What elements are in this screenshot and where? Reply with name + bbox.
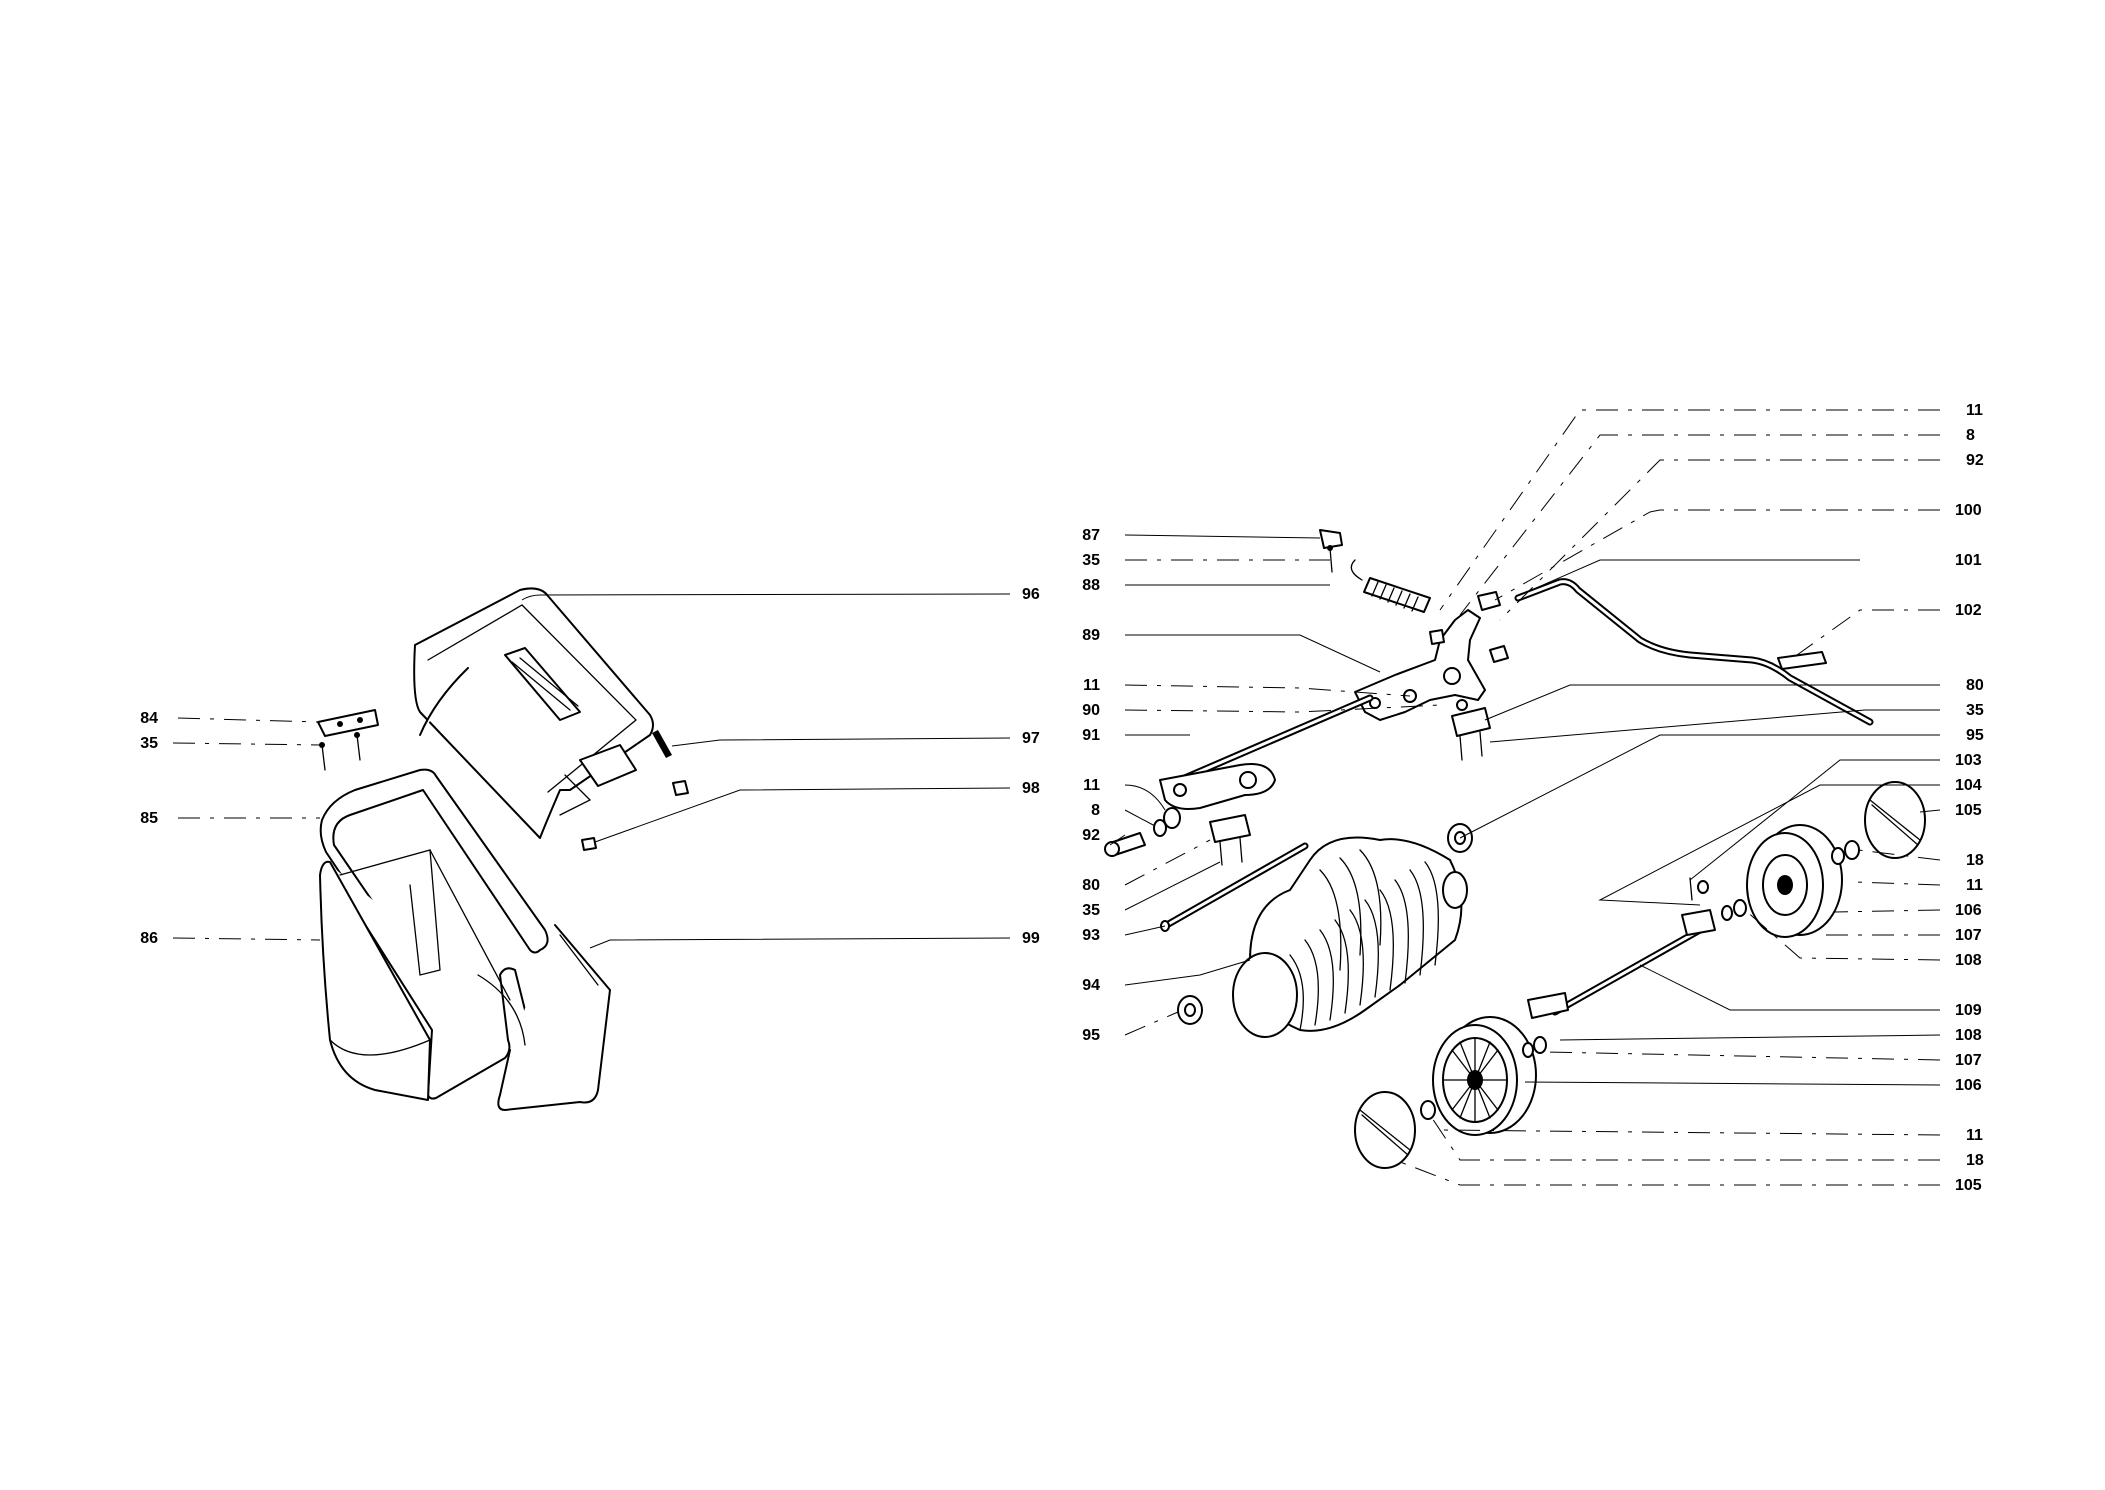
label-106-right-a: 106 bbox=[1955, 902, 1982, 919]
label-84: 84 bbox=[140, 710, 158, 727]
roller-assembly bbox=[1104, 529, 1926, 1169]
part-98-bushes bbox=[581, 780, 689, 851]
part-106-wheel-right bbox=[1746, 824, 1843, 938]
part-109-rear-axle bbox=[1527, 909, 1716, 1019]
label-8-mid: 8 bbox=[1091, 802, 1100, 819]
label-35-right: 35 bbox=[1966, 702, 1984, 719]
label-18-right-b: 18 bbox=[1966, 1152, 1984, 1169]
part-94-roller bbox=[1232, 836, 1468, 1038]
label-35-left: 35 bbox=[140, 735, 158, 752]
label-104: 104 bbox=[1955, 777, 1982, 794]
label-88: 88 bbox=[1082, 577, 1100, 594]
part-91-axle bbox=[1176, 694, 1374, 784]
right-labels: 11 8 92 100 101 102 80 35 95 103 104 105… bbox=[1955, 402, 1984, 1194]
label-107-right-a: 107 bbox=[1955, 927, 1982, 944]
label-95-right: 95 bbox=[1966, 727, 1984, 744]
middle-leaders bbox=[1109, 534, 1441, 1036]
label-11-right-c: 11 bbox=[1966, 1127, 1983, 1144]
left-labels: 84 35 85 86 96 97 98 99 bbox=[140, 586, 1040, 947]
label-107-right-b: 107 bbox=[1955, 1052, 1982, 1069]
label-91: 91 bbox=[1082, 727, 1100, 744]
part-95-washers bbox=[1177, 823, 1473, 1025]
label-35-mid-a: 35 bbox=[1082, 552, 1100, 569]
label-96: 96 bbox=[1022, 586, 1040, 603]
label-80-right: 80 bbox=[1966, 677, 1984, 694]
label-11-mid-a: 11 bbox=[1083, 677, 1100, 694]
part-80-clip-left bbox=[1209, 814, 1251, 866]
label-97: 97 bbox=[1022, 730, 1040, 747]
part-105-hubcaps bbox=[1354, 781, 1926, 1169]
label-99: 99 bbox=[1022, 930, 1040, 947]
part-80-clip-right bbox=[1451, 707, 1491, 761]
label-92-mid: 92 bbox=[1082, 827, 1100, 844]
label-18-right-a: 18 bbox=[1966, 852, 1984, 869]
label-101: 101 bbox=[1955, 552, 1982, 569]
label-103: 103 bbox=[1955, 752, 1982, 769]
label-93: 93 bbox=[1082, 927, 1100, 944]
label-106-right-b: 106 bbox=[1955, 1077, 1982, 1094]
label-109: 109 bbox=[1955, 1002, 1982, 1019]
label-95-mid: 95 bbox=[1082, 1027, 1100, 1044]
part-93-shaft bbox=[1160, 842, 1309, 932]
part-small-washers bbox=[1420, 840, 1860, 1120]
part-99-frame-rod bbox=[477, 924, 611, 1111]
part-100-adjuster bbox=[1429, 591, 1509, 663]
label-98: 98 bbox=[1022, 780, 1040, 797]
label-86: 86 bbox=[140, 930, 158, 947]
label-92-right: 92 bbox=[1966, 452, 1984, 469]
label-11-mid-b: 11 bbox=[1083, 777, 1100, 794]
label-35-mid-b: 35 bbox=[1082, 902, 1100, 919]
right-leaders bbox=[1394, 409, 1941, 1186]
part-89-bracket bbox=[1354, 609, 1486, 721]
middle-labels: 87 35 88 89 11 90 91 11 8 92 80 35 93 94… bbox=[1082, 527, 1100, 1044]
label-87: 87 bbox=[1082, 527, 1100, 544]
label-108-right-a: 108 bbox=[1955, 952, 1982, 969]
part-washers-left bbox=[1104, 807, 1181, 857]
part-84-clip bbox=[317, 709, 379, 771]
part-88-spring bbox=[1350, 559, 1431, 613]
label-90: 90 bbox=[1082, 702, 1100, 719]
label-94: 94 bbox=[1082, 977, 1100, 994]
label-89: 89 bbox=[1082, 627, 1100, 644]
label-80-mid: 80 bbox=[1082, 877, 1100, 894]
label-85: 85 bbox=[140, 810, 158, 827]
label-8-right: 8 bbox=[1966, 427, 1975, 444]
left-leaders bbox=[172, 593, 1011, 949]
label-100: 100 bbox=[1955, 502, 1982, 519]
part-96-lid bbox=[413, 587, 672, 839]
part-side-plate bbox=[1159, 763, 1276, 810]
label-11-right-a: 11 bbox=[1966, 402, 1983, 419]
label-11-right-b: 11 bbox=[1966, 877, 1983, 894]
label-102: 102 bbox=[1955, 602, 1982, 619]
label-105-right-b: 105 bbox=[1955, 1177, 1982, 1194]
part-106-wheel-left bbox=[1432, 1016, 1537, 1136]
label-105-right-a: 105 bbox=[1955, 802, 1982, 819]
part-86-grass-bag bbox=[319, 860, 431, 1101]
part-101-handle-rod bbox=[1514, 578, 1874, 726]
part-87-hook bbox=[1319, 529, 1343, 573]
grass-box-assembly bbox=[317, 587, 689, 1111]
label-108-right-b: 108 bbox=[1955, 1027, 1982, 1044]
